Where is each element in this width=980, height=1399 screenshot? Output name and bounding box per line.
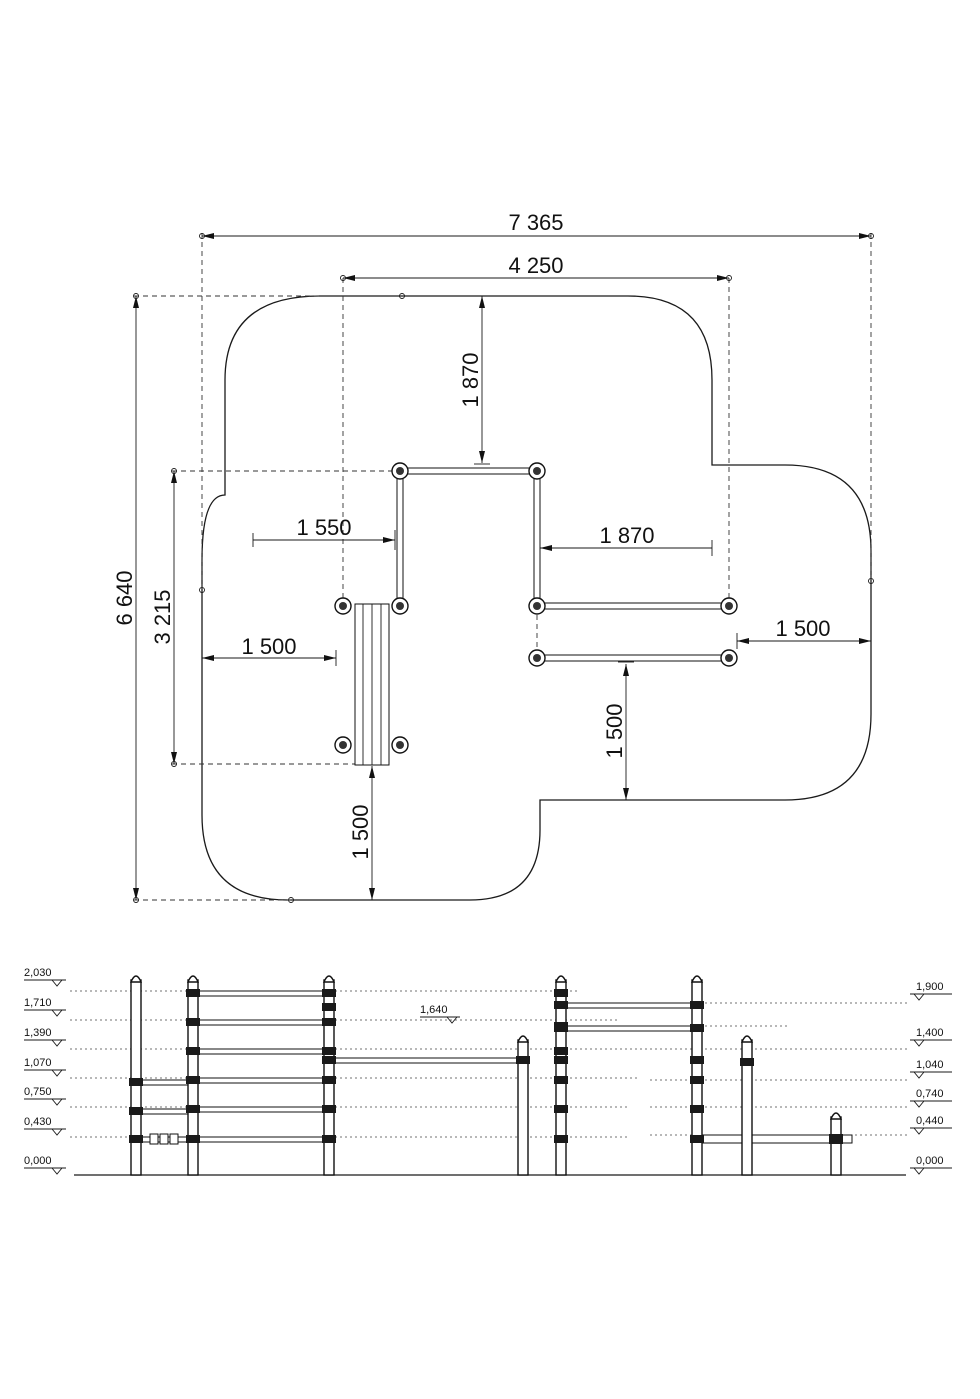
dim-overall-width: 7 365 xyxy=(508,210,563,235)
level-label: 1,400 xyxy=(916,1027,944,1039)
plan-posts xyxy=(334,462,738,754)
level-label: 0,000 xyxy=(916,1155,944,1167)
dim-left-clearance: 1 500 xyxy=(241,634,296,659)
level-lines xyxy=(70,990,910,1138)
level-label: 1,040 xyxy=(916,1059,944,1071)
level-label: 1,070 xyxy=(24,1057,52,1069)
right-level-markers: 1,900 1,400 1,040 0,740 0,440 0,000 xyxy=(910,981,952,1175)
dim-bottom-clearance-right: 1 500 xyxy=(602,703,627,758)
level-label: 0,000 xyxy=(24,1155,52,1167)
dim-right-offset: 1 870 xyxy=(599,523,654,548)
plan-view: 7 365 4 250 1 870 1 550 1 870 1 500 1 50… xyxy=(112,210,874,903)
dim-bottom-clearance-left: 1 500 xyxy=(348,804,373,859)
level-label: 1,390 xyxy=(24,1027,52,1039)
elevation-view: 2,030 1,710 1,390 1,070 0,750 0,430 0,00… xyxy=(24,967,952,1176)
dim-right-clearance: 1 500 xyxy=(775,616,830,641)
dimension-lines xyxy=(133,233,874,903)
clamps xyxy=(129,989,843,1144)
level-label: 1,900 xyxy=(916,981,944,993)
level-label: 0,440 xyxy=(916,1115,944,1127)
mid-level-marker: 1,640 xyxy=(420,1004,460,1024)
dim-left-offset: 1 550 xyxy=(296,515,351,540)
safety-zone-outline xyxy=(201,295,872,901)
elevation-posts xyxy=(129,975,843,1176)
level-label: 1,640 xyxy=(420,1004,448,1016)
level-label: 1,710 xyxy=(24,997,52,1009)
level-label: 0,750 xyxy=(24,1086,52,1098)
level-label: 2,030 xyxy=(24,967,52,979)
level-label: 0,430 xyxy=(24,1116,52,1128)
left-level-markers: 2,030 1,710 1,390 1,070 0,750 0,430 0,00… xyxy=(24,967,66,1175)
level-label: 0,740 xyxy=(916,1088,944,1100)
dim-top-depth: 1 870 xyxy=(458,352,483,407)
plan-bars xyxy=(354,467,730,766)
dim-inner-width: 4 250 xyxy=(508,253,563,278)
dimension-labels: 7 365 4 250 1 870 1 550 1 870 1 500 1 50… xyxy=(112,210,831,860)
dim-overall-height: 6 640 xyxy=(112,570,137,625)
dim-bench-span: 3 215 xyxy=(150,589,175,644)
bench-blocks xyxy=(149,1133,179,1145)
